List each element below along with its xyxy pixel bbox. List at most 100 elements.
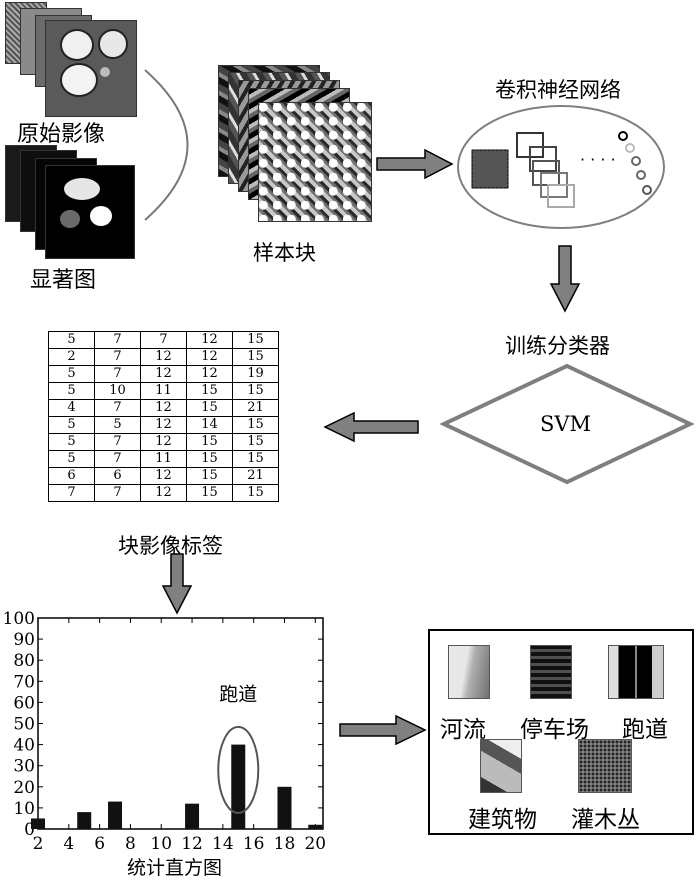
cnn-label: 卷积神经网络 bbox=[495, 78, 621, 102]
classes-panel bbox=[428, 629, 694, 835]
arrow-to-cnn bbox=[376, 148, 454, 180]
x-tick-label: 10 bbox=[150, 834, 172, 854]
histogram-bar bbox=[231, 744, 246, 829]
table-cell: 7 bbox=[94, 433, 141, 451]
table-cell: 12 bbox=[140, 467, 187, 485]
table-cell: 21 bbox=[232, 467, 279, 485]
runway-annotation: 跑道 bbox=[219, 683, 257, 705]
histogram-bar bbox=[185, 803, 200, 829]
table-cell: 15 bbox=[186, 484, 233, 502]
table-cell: 7 bbox=[94, 331, 141, 349]
table-cell: 7 bbox=[94, 450, 141, 468]
table-cell: 15 bbox=[186, 467, 233, 485]
table-cell: 15 bbox=[232, 382, 279, 400]
table-cell: 7 bbox=[94, 348, 141, 366]
table-cell: 12 bbox=[140, 348, 187, 366]
table-cell: 15 bbox=[186, 433, 233, 451]
table-cell: 5 bbox=[48, 365, 95, 383]
table-cell: 12 bbox=[140, 365, 187, 383]
y-tick-label: 10 bbox=[13, 799, 35, 819]
sample-blocks-label: 样本块 bbox=[253, 241, 316, 265]
histogram-bar bbox=[277, 786, 292, 829]
x-tick-label: 8 bbox=[125, 834, 136, 854]
saliency-maps-label: 显著图 bbox=[30, 268, 97, 293]
class-label-runway: 跑道 bbox=[622, 717, 668, 743]
table-cell: 4 bbox=[48, 399, 95, 417]
class-label-river: 河流 bbox=[440, 717, 486, 743]
table-cell: 21 bbox=[232, 399, 279, 417]
table-cell: 5 bbox=[94, 416, 141, 434]
table-cell: 12 bbox=[140, 484, 187, 502]
histogram-bar bbox=[108, 801, 123, 829]
x-tick-label: 14 bbox=[212, 834, 234, 854]
histogram-bar bbox=[77, 812, 92, 829]
x-tick-label: 2 bbox=[33, 834, 44, 854]
runway-highlight-ellipse bbox=[217, 725, 260, 814]
table-cell: 15 bbox=[232, 433, 279, 451]
table-cell: 5 bbox=[48, 331, 95, 349]
table-cell: 15 bbox=[186, 382, 233, 400]
train-classifier-label: 训练分类器 bbox=[505, 334, 610, 358]
y-tick-label: 50 bbox=[13, 715, 35, 735]
shrub-thumbnail bbox=[578, 739, 632, 793]
histogram-bar bbox=[31, 818, 45, 829]
y-tick-label: 60 bbox=[13, 693, 35, 713]
y-tick-label: 20 bbox=[13, 778, 35, 798]
building-thumbnail bbox=[480, 739, 522, 793]
arrow-to-classes bbox=[339, 714, 427, 746]
cnn-ellipse: · · · · bbox=[457, 105, 665, 229]
x-tick-label: 20 bbox=[304, 834, 326, 854]
table-cell: 11 bbox=[140, 450, 187, 468]
table-cell: 15 bbox=[232, 348, 279, 366]
class-label-parking: 停车场 bbox=[520, 717, 589, 743]
table-cell: 19 bbox=[232, 365, 279, 383]
runway-thumbnail bbox=[608, 645, 664, 699]
table-cell: 11 bbox=[140, 382, 187, 400]
class-label-building: 建筑物 bbox=[468, 807, 537, 833]
table-cell: 15 bbox=[232, 416, 279, 434]
table-cell: 12 bbox=[186, 331, 233, 349]
y-tick-label: 100 bbox=[3, 609, 35, 629]
svm-diamond bbox=[440, 363, 694, 485]
table-cell: 5 bbox=[48, 416, 95, 434]
x-tick-label: 18 bbox=[274, 834, 296, 854]
arrow-to-table bbox=[323, 411, 419, 443]
table-cell: 12 bbox=[186, 348, 233, 366]
y-tick-label: 80 bbox=[13, 651, 35, 671]
arrow-to-classifier bbox=[549, 245, 581, 313]
table-cell: 12 bbox=[140, 433, 187, 451]
x-tick-label: 12 bbox=[181, 834, 203, 854]
y-tick-label: 90 bbox=[13, 630, 35, 650]
table-cell: 12 bbox=[186, 365, 233, 383]
table-cell: 10 bbox=[94, 382, 141, 400]
merge-curve bbox=[144, 69, 189, 221]
table-cell: 5 bbox=[48, 450, 95, 468]
table-cell: 15 bbox=[232, 331, 279, 349]
x-tick-label: 6 bbox=[94, 834, 105, 854]
river-thumbnail bbox=[448, 645, 490, 699]
y-tick-label: 0 bbox=[24, 820, 35, 840]
x-tick-label: 16 bbox=[243, 834, 265, 854]
table-cell: 7 bbox=[48, 484, 95, 502]
arrow-to-histogram bbox=[161, 553, 193, 615]
table-cell: 7 bbox=[94, 484, 141, 502]
table-cell: 15 bbox=[232, 484, 279, 502]
cnn-dots: · · · · bbox=[580, 150, 616, 169]
parking-thumbnail bbox=[530, 645, 572, 699]
table-cell: 15 bbox=[186, 450, 233, 468]
x-tick-label: 4 bbox=[63, 834, 74, 854]
class-label-shrub: 灌木丛 bbox=[571, 807, 640, 833]
table-cell: 7 bbox=[94, 399, 141, 417]
table-cell: 5 bbox=[48, 433, 95, 451]
histogram-bar bbox=[308, 824, 323, 829]
table-cell: 6 bbox=[94, 467, 141, 485]
